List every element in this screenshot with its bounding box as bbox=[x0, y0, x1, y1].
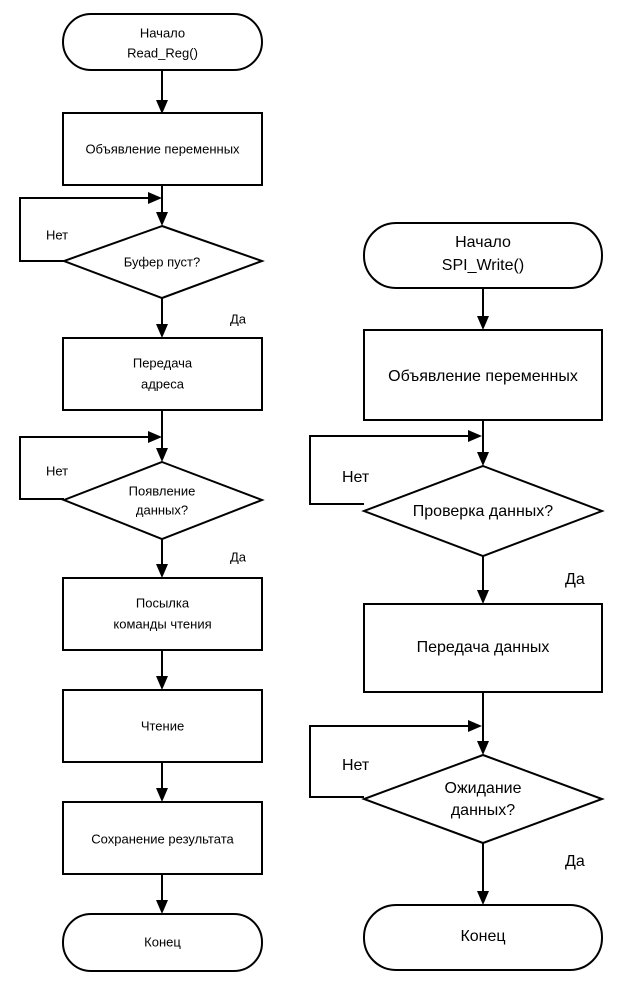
right-arrow-send-wait bbox=[477, 741, 489, 755]
left-buffer-decision-label: Буфер пуст? bbox=[124, 254, 200, 269]
right-check-yes-label: Да bbox=[565, 571, 585, 588]
right-start-label-1: Начало bbox=[455, 234, 511, 251]
left-read-node bbox=[62, 689, 263, 763]
flowchart-read-reg: Начало Read_Reg() Объявление переменных … bbox=[19, 13, 265, 972]
left-data-no-label: Нет bbox=[46, 463, 68, 478]
right-send-data-node bbox=[363, 603, 603, 693]
left-send-address-node bbox=[62, 337, 263, 411]
left-edge-buffer-no bbox=[19, 197, 150, 262]
left-read-label: Чтение bbox=[141, 718, 184, 733]
right-edge-wait-no bbox=[309, 725, 470, 798]
right-check-decision-label: Проверка данных? bbox=[413, 503, 554, 520]
right-wait-decision-label-1: Ожидание bbox=[445, 780, 522, 797]
right-arrow-wait-no bbox=[468, 720, 482, 732]
left-send-address-label-2: адреса bbox=[141, 376, 185, 391]
left-edge-data-no bbox=[19, 436, 150, 500]
left-arrow-save-end bbox=[156, 900, 168, 914]
left-arrow-cmd-read bbox=[156, 676, 168, 690]
right-wait-no-label: Нет bbox=[342, 757, 370, 774]
left-send-read-cmd-node bbox=[62, 577, 263, 651]
right-wait-yes-label: Да bbox=[565, 853, 585, 870]
left-save-result-label: Сохранение результата bbox=[91, 831, 234, 846]
left-data-yes-label: Да bbox=[230, 549, 247, 564]
right-declare-node bbox=[363, 329, 603, 421]
right-edge-check-no bbox=[309, 435, 470, 505]
left-arrow-buffer-no bbox=[148, 192, 162, 204]
left-save-result-node bbox=[62, 801, 263, 875]
right-arrow-check-no bbox=[468, 430, 482, 442]
left-arrow-declare-buffer bbox=[156, 212, 168, 226]
left-buffer-no-label: Нет bbox=[46, 227, 68, 242]
left-end-node bbox=[62, 913, 263, 972]
right-arrow-check-yes bbox=[477, 590, 489, 604]
left-declare-label: Объявление переменных bbox=[85, 141, 240, 156]
right-arrow-declare-check bbox=[477, 452, 489, 466]
right-declare-label: Объявление переменных bbox=[388, 368, 578, 385]
left-data-decision-label-1: Появление bbox=[129, 483, 196, 498]
left-data-decision-label-2: данных? bbox=[136, 502, 188, 517]
left-send-read-cmd-label-1: Посылка bbox=[136, 595, 190, 610]
left-send-read-cmd-label-2: команды чтения bbox=[113, 616, 211, 631]
left-start-label-1: Начало bbox=[140, 25, 185, 40]
left-buffer-yes-label: Да bbox=[230, 311, 247, 326]
right-end-label: Конец bbox=[460, 928, 505, 945]
left-arrow-start-declare bbox=[156, 100, 168, 114]
left-data-decision bbox=[61, 460, 265, 541]
left-arrow-read-save bbox=[156, 788, 168, 802]
left-start-label-2: Read_Reg() bbox=[127, 45, 198, 60]
right-start-label-2: SPI_Write() bbox=[442, 257, 524, 274]
left-end-label: Конец bbox=[144, 934, 181, 949]
right-send-data-label: Передача данных bbox=[417, 639, 550, 656]
flowchart-spi-write: Начало SPI_Write() Объявление переменных… bbox=[309, 222, 605, 971]
right-check-no-label: Нет bbox=[342, 469, 370, 486]
right-start-node bbox=[363, 222, 603, 289]
right-arrow-wait-yes bbox=[477, 891, 489, 905]
left-send-address-label-1: Передача bbox=[133, 355, 193, 370]
left-arrow-buffer-yes bbox=[156, 324, 168, 338]
right-wait-decision-label-2: данных? bbox=[451, 802, 515, 819]
right-end-node bbox=[363, 904, 603, 971]
left-arrow-data-no bbox=[148, 431, 162, 443]
right-arrow-start-declare bbox=[477, 316, 489, 330]
left-arrow-address-data bbox=[156, 448, 168, 462]
left-start-node bbox=[62, 13, 263, 71]
left-arrow-data-yes bbox=[156, 564, 168, 578]
right-wait-decision bbox=[361, 753, 605, 845]
